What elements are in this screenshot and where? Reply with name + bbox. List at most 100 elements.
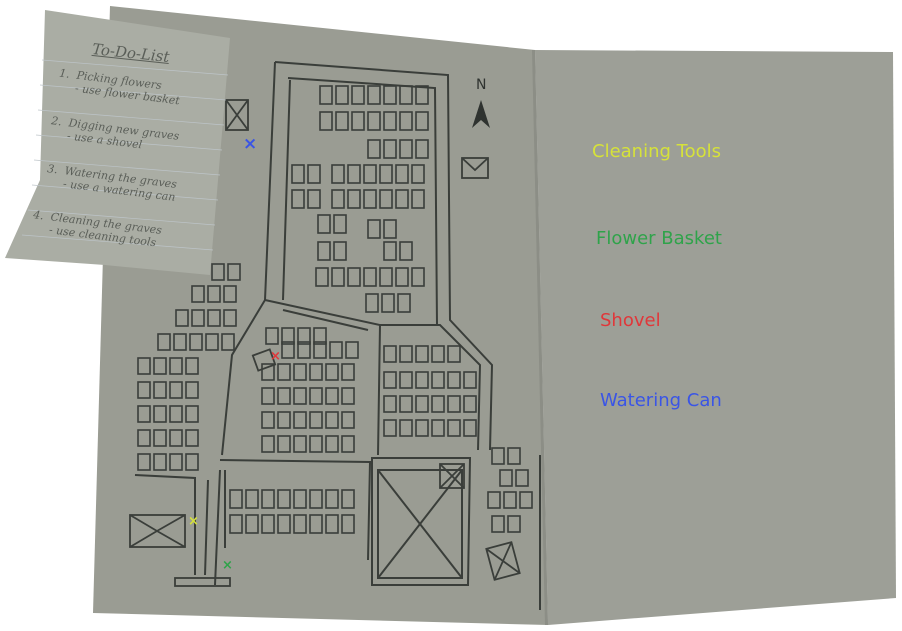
grave-plot bbox=[351, 111, 365, 131]
grave-plot bbox=[431, 371, 445, 389]
grave-plot bbox=[325, 363, 339, 381]
grave-plot bbox=[347, 164, 361, 184]
grave-plot bbox=[191, 309, 205, 327]
grave-plot bbox=[169, 357, 183, 375]
grave-plot bbox=[383, 241, 397, 261]
watering-can-marker[interactable]: × bbox=[243, 134, 258, 154]
grave-plot bbox=[507, 515, 521, 533]
grave-plot bbox=[315, 267, 329, 287]
grave-plot bbox=[277, 489, 291, 509]
grave-plots bbox=[137, 85, 533, 534]
grave-plot bbox=[333, 214, 347, 234]
grave-plot bbox=[223, 309, 237, 327]
grave-plot bbox=[329, 341, 343, 359]
grave-plot bbox=[175, 309, 189, 327]
grave-plot bbox=[153, 453, 167, 471]
grave-plot bbox=[399, 139, 413, 159]
grave-plot bbox=[341, 387, 355, 405]
grave-plot bbox=[325, 435, 339, 453]
grave-plot bbox=[309, 435, 323, 453]
grave-plot bbox=[395, 189, 409, 209]
grave-plot bbox=[293, 435, 307, 453]
grave-plot bbox=[189, 333, 203, 351]
grave-plot bbox=[309, 489, 323, 509]
grave-plot bbox=[415, 111, 429, 131]
grave-plot bbox=[185, 405, 199, 423]
grave-plot bbox=[395, 267, 409, 287]
grave-plot bbox=[205, 333, 219, 351]
grave-plot bbox=[399, 111, 413, 131]
grave-plot bbox=[415, 139, 429, 159]
grave-plot bbox=[229, 489, 243, 509]
grave-plot bbox=[291, 189, 305, 209]
grave-plot bbox=[331, 189, 345, 209]
grave-plot bbox=[411, 189, 425, 209]
flower-basket-marker[interactable]: × bbox=[222, 558, 233, 573]
grave-plot bbox=[173, 333, 187, 351]
grave-plot bbox=[431, 419, 445, 437]
grave-plot bbox=[333, 241, 347, 261]
grave-plot bbox=[415, 85, 429, 105]
grave-plot bbox=[503, 491, 517, 509]
grave-plot bbox=[317, 241, 331, 261]
grave-plot bbox=[309, 514, 323, 534]
grave-plot bbox=[335, 85, 349, 105]
grave-plot bbox=[341, 411, 355, 429]
grave-plot bbox=[399, 371, 413, 389]
grave-plot bbox=[157, 333, 171, 351]
grave-plot bbox=[487, 491, 501, 509]
grave-plot bbox=[379, 164, 393, 184]
grave-plot bbox=[291, 164, 305, 184]
grave-plot bbox=[153, 381, 167, 399]
compass-north-label: N bbox=[476, 77, 487, 93]
grave-plot bbox=[169, 405, 183, 423]
grave-plot bbox=[293, 411, 307, 429]
grave-plot bbox=[277, 435, 291, 453]
grave-plot bbox=[363, 267, 377, 287]
grave-plot bbox=[447, 371, 461, 389]
grave-plot bbox=[153, 357, 167, 375]
grave-plot bbox=[207, 309, 221, 327]
grave-plot bbox=[431, 395, 445, 413]
grave-plot bbox=[309, 363, 323, 381]
grave-plot bbox=[297, 327, 311, 345]
grave-plot bbox=[463, 419, 477, 437]
grave-plot bbox=[317, 214, 331, 234]
map-drawing bbox=[134, 61, 541, 610]
grave-plot bbox=[137, 357, 151, 375]
grave-plot bbox=[397, 293, 411, 313]
grave-plot bbox=[379, 189, 393, 209]
grave-plot bbox=[491, 515, 505, 533]
shovel-marker[interactable]: × bbox=[270, 349, 281, 364]
grave-plot bbox=[383, 345, 397, 363]
grave-plot bbox=[415, 419, 429, 437]
grave-plot bbox=[515, 469, 529, 487]
grave-plot bbox=[335, 111, 349, 131]
grave-plot bbox=[395, 164, 409, 184]
grave-plot bbox=[381, 293, 395, 313]
cleaning-tools-marker[interactable]: × bbox=[188, 514, 199, 529]
grave-plot bbox=[325, 387, 339, 405]
grave-plot bbox=[399, 85, 413, 105]
grave-plot bbox=[309, 411, 323, 429]
grave-plot bbox=[341, 514, 355, 534]
grave-plot bbox=[169, 429, 183, 447]
grave-plot bbox=[325, 514, 339, 534]
grave-plot bbox=[363, 189, 377, 209]
grave-plot bbox=[491, 447, 505, 465]
grave-plot bbox=[399, 395, 413, 413]
grave-plot bbox=[137, 405, 151, 423]
grave-plot bbox=[223, 285, 237, 303]
grave-plot bbox=[265, 327, 279, 345]
grave-plot bbox=[331, 267, 345, 287]
grave-plot bbox=[325, 489, 339, 509]
grave-plot bbox=[347, 189, 361, 209]
grave-plot bbox=[227, 263, 241, 281]
grave-plot bbox=[341, 363, 355, 381]
grave-plot bbox=[185, 357, 199, 375]
grave-plot bbox=[293, 489, 307, 509]
grave-plot bbox=[313, 341, 327, 359]
grave-plot bbox=[367, 219, 381, 239]
grave-plot bbox=[447, 345, 461, 363]
